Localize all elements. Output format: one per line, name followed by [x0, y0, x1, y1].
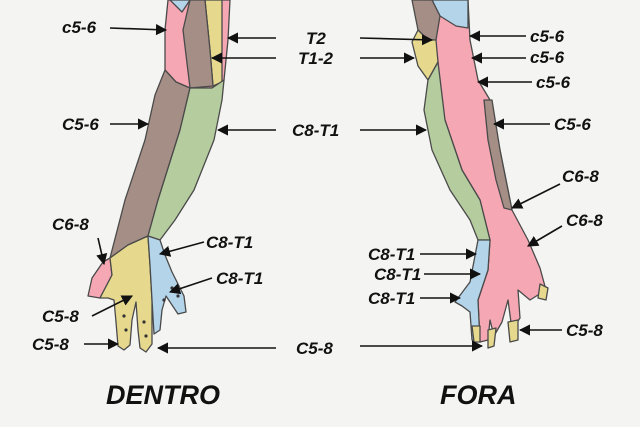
- label-right-c68-b: C6-8: [566, 211, 603, 230]
- label-right-c58: C5-8: [566, 321, 603, 340]
- left-region-brown-top: [182, 0, 214, 89]
- right-region-brown-forearm: [483, 99, 513, 211]
- label-center-t2: T2: [306, 29, 326, 48]
- label-left-c8t1-hand: C8-T1: [206, 233, 253, 252]
- left-region-yellow-hand: [99, 235, 153, 353]
- left-region-green-forearm: [147, 79, 225, 241]
- arrows: [84, 24, 563, 354]
- label-right-c56-c: c5-6: [536, 73, 571, 92]
- label-right-c8t1-c: C8-T1: [368, 289, 415, 308]
- label-right-c68-a: C6-8: [562, 167, 599, 186]
- label-right-c56-a: c5-6: [530, 27, 565, 46]
- title-dentro: DENTRO: [106, 380, 220, 410]
- label-right-c56-b: c5-6: [530, 48, 565, 67]
- right-region-yellow-tip-2: [507, 319, 519, 343]
- left-region-blue-top: [169, 0, 191, 13]
- right-region-yellow-tip-1: [487, 327, 497, 349]
- label-center-c8t1: C8-T1: [292, 121, 339, 140]
- left-arm: [87, 0, 231, 353]
- label-right-c56-d: C5-6: [554, 115, 591, 134]
- label-left-c58-a: C5-8: [42, 307, 79, 326]
- label-left-c8t1-finger: C8-T1: [216, 269, 263, 288]
- label-center-c58: C5-8: [296, 339, 333, 358]
- label-left-c56-top: c5-6: [62, 18, 97, 37]
- label-center-t12: T1-2: [298, 49, 334, 68]
- right-region-yellow-tip-4: [537, 283, 549, 301]
- left-region-blue-hand: [147, 235, 187, 335]
- label-left-c58-b: C5-8: [32, 335, 69, 354]
- title-fora: FORA: [440, 380, 517, 410]
- label-left-c56-mid: C5-6: [62, 115, 99, 134]
- label-right-c8t1-b: C8-T1: [374, 265, 421, 284]
- label-left-c68: C6-8: [52, 215, 89, 234]
- right-arm: [411, 0, 549, 349]
- labels: c5-6 C5-6 C6-8 C5-8 C5-8 C8-T1 C8-T1 T2 …: [32, 18, 603, 358]
- label-right-c8t1-a: C8-T1: [368, 245, 415, 264]
- right-region-yellow-tip-3: [471, 325, 481, 343]
